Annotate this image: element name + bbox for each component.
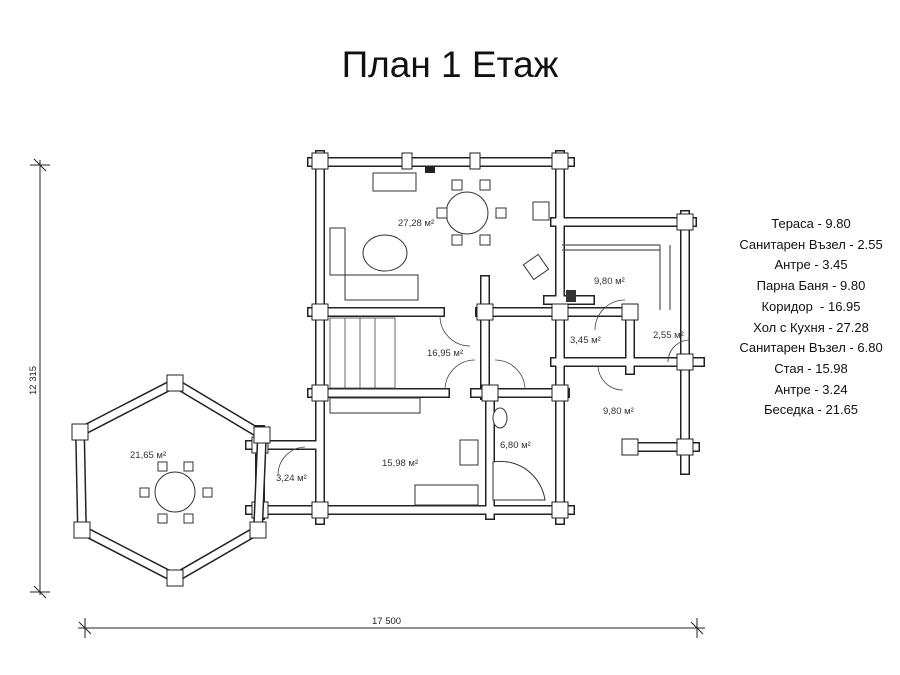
room-label-sauna: 9,80 м² [594, 276, 625, 287]
gazebo-table [154, 471, 196, 513]
bathtub [492, 460, 546, 501]
room-label-room: 15,98 м² [382, 458, 418, 469]
room-label-gazebo: 21,65 м² [130, 450, 166, 461]
dining-table [445, 191, 489, 235]
stove [532, 201, 550, 221]
room-label-terrace: 9,80 м² [603, 406, 634, 417]
room-label-corridor: 16,95 м² [427, 348, 463, 359]
page-title: План 1 Етаж [341, 44, 559, 85]
coffee-table [362, 234, 408, 272]
room-label-bathroom: 6,80 м² [500, 440, 531, 451]
gazebo [71, 374, 271, 587]
room-label-wc-small: 2,55 м² [653, 330, 684, 341]
stairs [329, 317, 396, 389]
legend-item: Стая - 15.98 [774, 360, 848, 376]
legend-item: Хол с Кухня - 27.28 [753, 319, 869, 335]
legend-item: Тераса - 9.80 [771, 216, 851, 231]
legend-item: Беседка - 21.65 [763, 402, 859, 418]
room-label-entry-inner: 3,45 м² [570, 335, 601, 346]
sofa [329, 227, 419, 301]
wardrobe [329, 397, 421, 414]
bed [459, 439, 479, 466]
dimension-horizontal: 17 500 [78, 616, 705, 638]
legend-item: Коридор - 16.95 [761, 298, 861, 314]
dimension-vertical: 12 315 [28, 158, 50, 599]
room-label-entry: 3,24 м² [276, 473, 307, 484]
area-legend: Тераса - 9.80 Санитарен Възел - 2.55 Ант… [718, 214, 900, 421]
legend-item: Санитарен Възел - 2.55 [739, 236, 883, 252]
legend-item: Антре - 3.45 [774, 257, 848, 273]
legend-item: Парна Баня - 9.80 [756, 278, 866, 294]
dimension-height-label: 12 315 [28, 366, 39, 395]
furniture [329, 172, 671, 506]
dimension-width-label: 17 500 [372, 616, 401, 627]
toilet [492, 407, 508, 429]
legend-item: Санитарен Възел - 6.80 [739, 340, 883, 356]
walls [245, 150, 705, 525]
room-label-living-kitchen: 27,28 м² [398, 218, 434, 229]
fireplace [372, 172, 417, 192]
legend-item: Антре - 3.24 [774, 381, 848, 397]
